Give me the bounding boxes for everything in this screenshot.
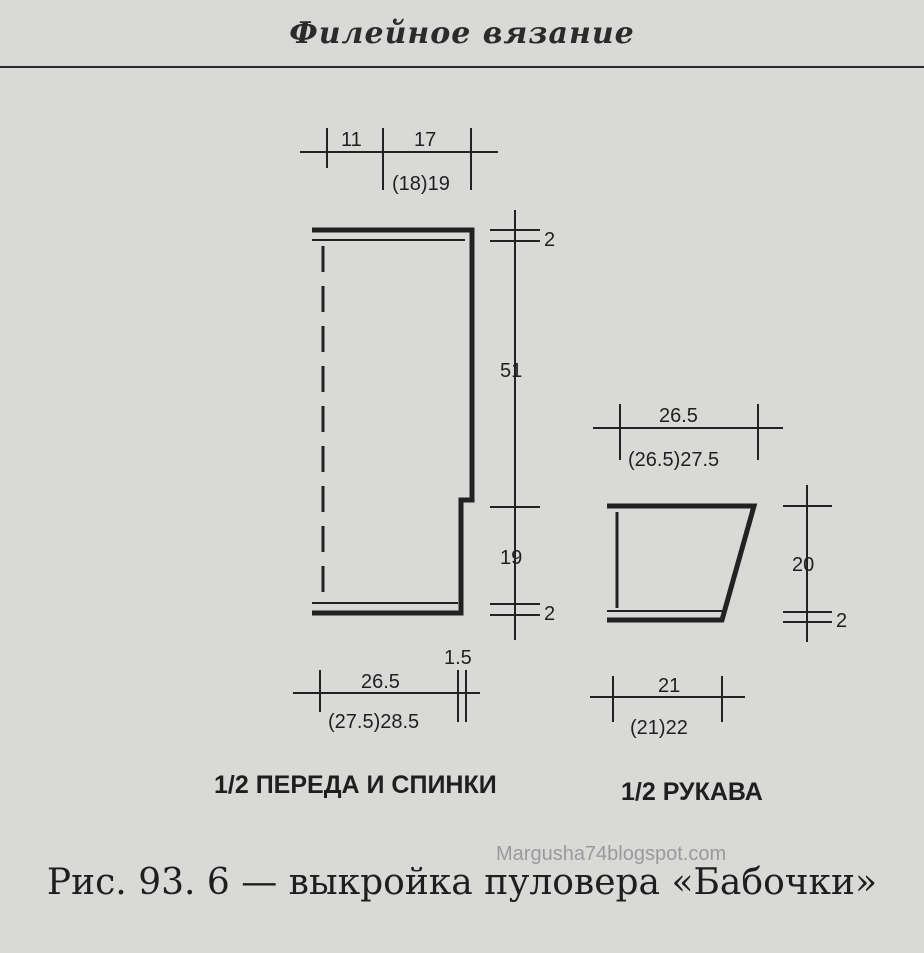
body-outline <box>312 227 475 616</box>
body-height-lower: 19 <box>500 547 522 569</box>
body-pattern <box>293 128 540 722</box>
body-pattern-label: 1/2 ПЕРЕДА И СПИНКИ <box>214 771 497 799</box>
body-top-width-right: 17 <box>414 129 436 151</box>
sleeve-bottom-width-sizes: (21)22 <box>630 717 688 739</box>
sleeve-pattern-label: 1/2 РУКАВА <box>621 778 763 806</box>
body-top-width-left: 11 <box>341 129 362 151</box>
watermark: Margusha74blogspot.com <box>496 843 727 865</box>
body-top-width-right-sizes: (18)19 <box>392 173 450 195</box>
sleeve-height-bottom: 2 <box>836 610 847 632</box>
body-height-top: 2 <box>544 229 555 251</box>
sleeve-dimension-labels: 26.5 (26.5)27.5 20 2 21 (21)22 1/2 РУКАВ… <box>621 405 847 806</box>
sleeve-bottom-width-main: 21 <box>658 675 680 697</box>
sleeve-height-main: 20 <box>792 554 814 576</box>
figure-caption: Рис. 93. 6 — выкройка пуловера «Бабочки» <box>46 862 878 903</box>
body-dimension-labels: 11 17 (18)19 2 51 19 2 1.5 26.5 (27.5)28… <box>214 129 555 799</box>
body-bottom-width-main: 26.5 <box>361 671 400 693</box>
body-height-bottom: 2 <box>544 603 555 625</box>
body-bottom-width-sizes: (27.5)28.5 <box>328 711 419 733</box>
sleeve-top-width-sizes: (26.5)27.5 <box>628 449 719 471</box>
sleeve-pattern <box>590 404 832 722</box>
page-header: Филейное вязание <box>0 0 924 68</box>
body-bottom-width-extra: 1.5 <box>444 647 472 669</box>
sleeve-outline <box>607 503 758 623</box>
body-height-middle: 51 <box>500 360 522 382</box>
header-title: Филейное вязание <box>289 16 635 51</box>
sleeve-top-width-main: 26.5 <box>659 405 698 427</box>
